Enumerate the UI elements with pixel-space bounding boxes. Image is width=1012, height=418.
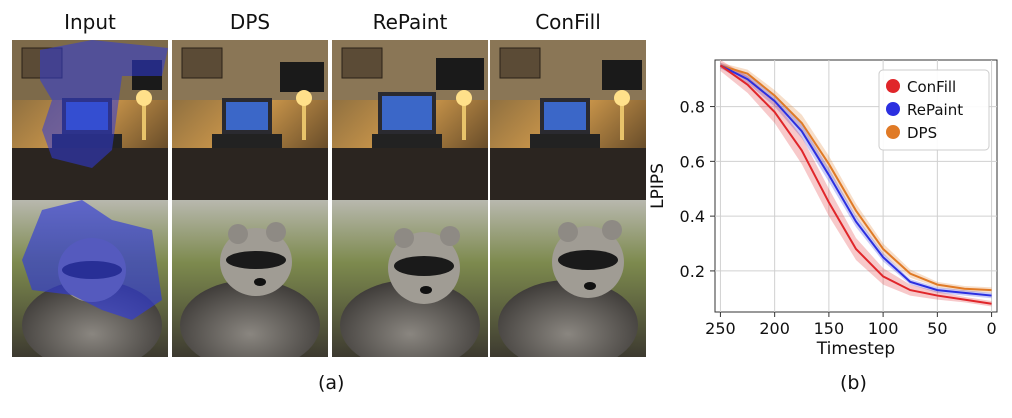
lpips-chart: 250 200 150 100 50 0 0.2 0.4 0.6 0.8 Timestep LPI… [648, 59, 998, 359]
series-lines [719, 64, 992, 305]
caption-b: (b) [840, 372, 867, 394]
x-tick-label: 0 [986, 319, 996, 338]
column-title-confill: ConFill [535, 10, 601, 34]
y-axis-label: LPIPS [648, 163, 668, 209]
legend-label-repaint: RePaint [907, 101, 963, 119]
desk-image-dps [172, 40, 328, 200]
x-tick-label: 100 [868, 319, 899, 338]
confidence-bands [720, 60, 992, 307]
x-tick-label: 150 [814, 319, 845, 338]
x-axis-label: Timestep [816, 339, 895, 359]
line-dps [720, 64, 992, 292]
y-tick-label: 0.8 [680, 98, 705, 117]
y-tick-label: 0.2 [680, 262, 705, 281]
column-title-input: Input [64, 10, 116, 34]
desk-image-confill [490, 40, 646, 200]
raccoon-image-input [12, 200, 168, 357]
band-repaint [720, 62, 992, 299]
raccoon-image-dps [172, 200, 328, 357]
y-tick-label: 0.4 [680, 207, 705, 226]
tick-labels: 250 200 150 100 50 0 0.2 0.4 0.6 0.8 [680, 98, 997, 338]
column-title-repaint: RePaint [372, 10, 448, 34]
band-confill [720, 60, 992, 307]
line-repaint [719, 64, 992, 297]
desk-image-input [12, 40, 168, 200]
legend-box [878, 69, 990, 151]
raccoon-image-repaint [332, 200, 488, 357]
line-confill [719, 64, 992, 305]
legend-marker-dps [886, 125, 900, 139]
legend-marker-confill [886, 79, 900, 93]
x-tick-label: 200 [759, 319, 790, 338]
raccoon-image-confill [490, 200, 646, 357]
x-tick-label: 250 [705, 319, 736, 338]
caption-a: (a) [318, 372, 345, 394]
x-tick-label: 50 [927, 319, 947, 338]
column-title-dps: DPS [229, 10, 271, 34]
legend-label-confill: ConFill [907, 78, 956, 96]
legend-label-dps: DPS [907, 124, 937, 142]
y-tick-label: 0.6 [680, 152, 705, 171]
legend-marker-repaint [886, 102, 900, 116]
desk-image-repaint [332, 40, 488, 200]
